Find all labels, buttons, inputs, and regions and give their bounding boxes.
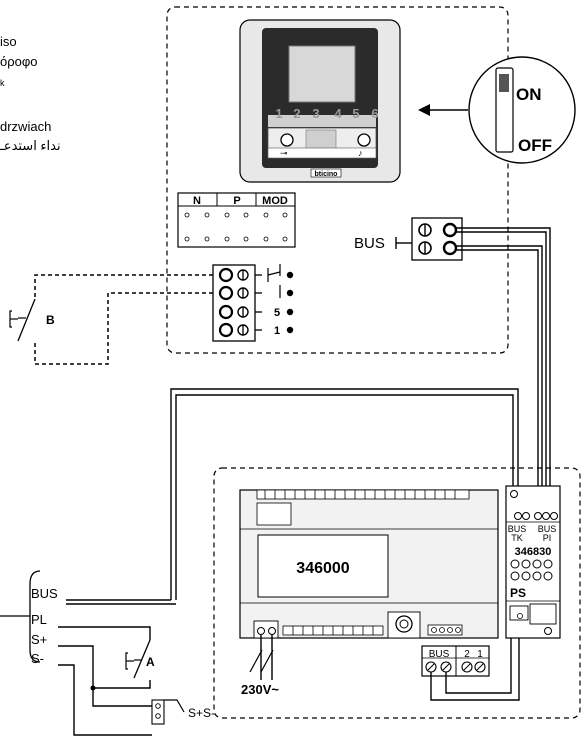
note-line-4: drzwiach <box>0 119 51 134</box>
key-5: 5 <box>352 106 359 121</box>
central-unit-model: 346000 <box>296 560 349 577</box>
key-4: 4 <box>334 106 342 121</box>
side-terminal-strip: 5 1 <box>212 264 294 342</box>
button-a: A <box>90 639 155 691</box>
central-unit: 346000 <box>239 489 499 639</box>
mod-terminal-block: N P MOD <box>177 192 296 248</box>
monitor-brand: bticino <box>315 171 338 178</box>
bus-wires-bottom <box>430 638 520 701</box>
key-2: 2 <box>293 106 300 121</box>
contact-label-1: 1 <box>274 325 280 337</box>
bus-pi-label-2: PI <box>543 533 552 543</box>
bus-connector-label: BUS <box>354 235 385 252</box>
bottom-terminal-block: BUS 2 1 <box>421 645 490 677</box>
power-label: 230V~ <box>241 682 279 697</box>
bus-hole-1-icon <box>442 222 458 238</box>
header-n: N <box>193 195 201 207</box>
wire-splus-label: S+ <box>31 632 47 647</box>
button-a-label: A <box>146 655 155 669</box>
bottom-2-label: 2 <box>464 649 470 660</box>
bottom-bus-label: BUS <box>429 649 450 660</box>
bus-wires-left <box>170 388 519 600</box>
note-line-5: نداء استدعـ <box>0 138 61 153</box>
bus-wires-top <box>456 227 551 490</box>
bus-pi-label-1: BUS <box>538 524 557 534</box>
switch-arrow <box>418 104 468 116</box>
sensor-label: S+S- <box>188 706 215 720</box>
button-b-label: B <box>46 313 55 327</box>
note-line-1: iso <box>0 34 17 49</box>
monitor-enclosure <box>166 6 509 354</box>
note-line-3: k <box>0 78 5 88</box>
switch-off-label: OFF <box>518 136 552 155</box>
key-3: 3 <box>312 106 319 121</box>
left-knob-icon <box>280 133 294 147</box>
bus-tk-label-1: BUS <box>508 524 527 534</box>
left-notes: iso όροφο k drzwiach نداء استدعـ <box>0 34 61 153</box>
monitor: 1 2 3 4 5 6 ⊸ ♪ bticino <box>239 19 401 183</box>
note-line-2: όροφο <box>0 54 38 69</box>
wire-bus-label: BUS <box>31 586 58 601</box>
contact-label-5: 5 <box>274 307 280 319</box>
bus-connector: BUS <box>354 217 463 261</box>
monitor-screen <box>288 45 356 103</box>
power-supply-module: BUS TK BUS PI 346830 PS <box>505 485 561 639</box>
button-b: B <box>9 274 213 365</box>
wire-sminus-label: S- <box>31 651 44 666</box>
header-mod: MOD <box>262 195 288 207</box>
switch-lever-icon <box>499 74 509 92</box>
header-p: P <box>233 195 240 207</box>
ps-label: PS <box>510 586 526 600</box>
bottom-1-label: 1 <box>477 649 483 660</box>
switch-on-label: ON <box>516 85 542 104</box>
bus-hole-2-icon <box>442 240 458 256</box>
right-knob-icon <box>357 133 371 147</box>
external-wires: BUS PL S+ S- <box>0 570 176 736</box>
bell-icon: ♪ <box>358 148 363 158</box>
key-icon: ⊸ <box>280 148 288 158</box>
on-off-switch: ON OFF <box>468 56 576 164</box>
power-supply-input: 230V~ <box>241 635 279 697</box>
controller-enclosure <box>213 467 581 719</box>
wire-pl-label: PL <box>31 612 47 627</box>
power-supply-model: 346830 <box>515 546 552 558</box>
sensor: S+S- <box>151 699 215 725</box>
key-1: 1 <box>275 106 282 121</box>
bus-tk-label-2: TK <box>511 533 523 543</box>
key-6: 6 <box>371 106 378 121</box>
